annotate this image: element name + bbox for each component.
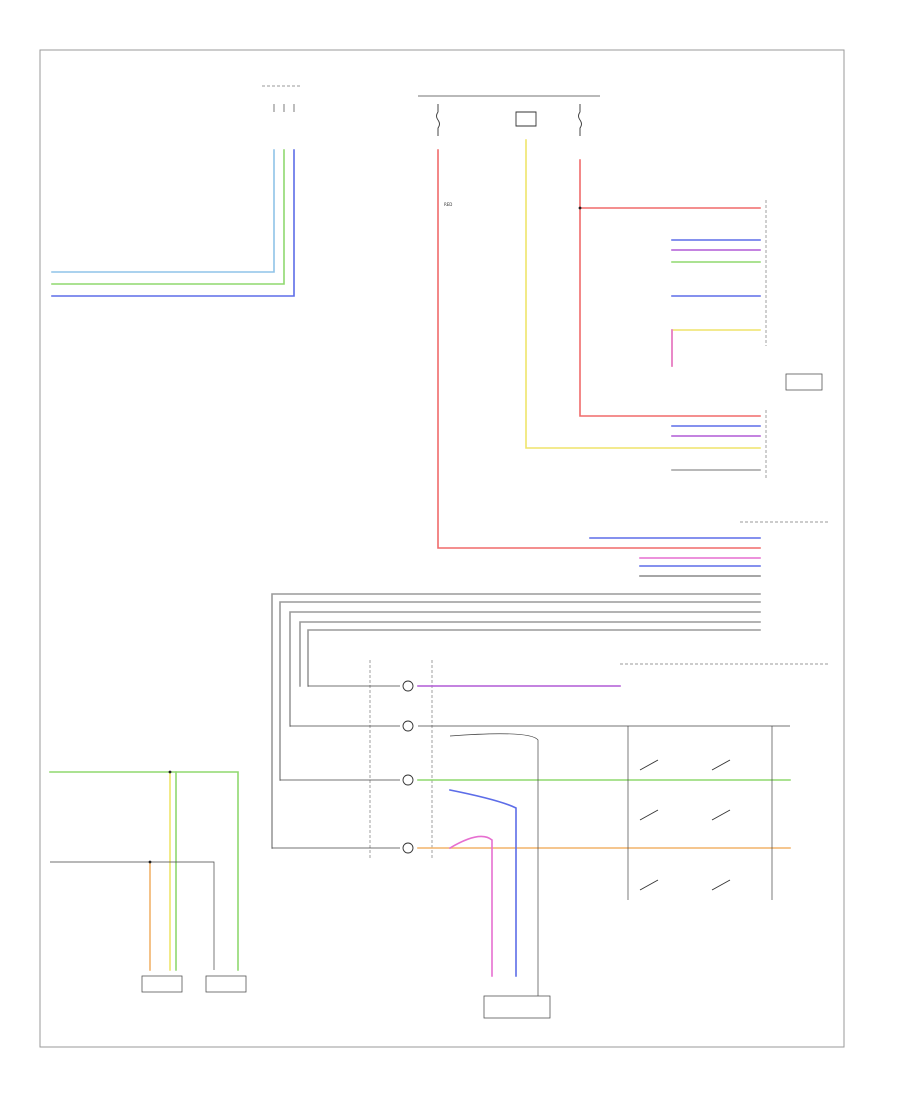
wire-gray-bundle	[279, 601, 761, 781]
fuse-block-top	[418, 95, 600, 136]
wire-gray-speaker	[50, 861, 215, 970]
wire-gray-bundle	[307, 629, 761, 687]
speaker-left-box	[141, 975, 183, 993]
splice-dot	[578, 206, 582, 210]
wire-gray-down	[449, 733, 539, 996]
wire-yellow-ground	[671, 329, 761, 367]
wire-gray-bundle	[289, 611, 761, 727]
splice-dot	[148, 860, 152, 864]
wire-yellow	[525, 139, 761, 449]
wire-red-main	[437, 149, 761, 549]
middle-right-module	[765, 373, 823, 480]
wire-lightblue	[51, 149, 275, 273]
switch-contact	[639, 879, 659, 891]
top-left-component	[262, 85, 300, 112]
wire-label: RED	[444, 202, 452, 207]
clock-spring-assembly	[369, 660, 433, 860]
splice-dot	[168, 770, 172, 774]
switch-contact	[639, 809, 659, 821]
wire-red-module	[579, 159, 761, 417]
connector-ring	[402, 680, 414, 692]
gray-wire-bundle	[271, 593, 761, 849]
wire-green-speaker	[49, 771, 239, 971]
diagram-frame	[39, 49, 845, 1048]
switch-contact	[711, 879, 731, 891]
speaker-right-box	[205, 975, 247, 993]
top-left-wires	[51, 149, 295, 297]
connector-ring	[402, 720, 414, 732]
wire-blue	[51, 149, 295, 297]
wire-gray-bundle	[271, 593, 761, 849]
wire-green	[51, 149, 285, 285]
connector-ring	[402, 774, 414, 786]
relay-symbol	[515, 111, 537, 127]
switch-contact	[639, 759, 659, 771]
switch-contact	[711, 759, 731, 771]
fuse-symbol	[578, 104, 582, 136]
connector-ring	[402, 842, 414, 854]
wire-blue-down	[449, 789, 517, 977]
wire-gray-bundle	[299, 621, 761, 687]
bottom-module	[483, 995, 551, 1019]
steering-switch-group	[620, 663, 830, 900]
wire-pink-down	[448, 835, 493, 977]
speaker-left	[141, 975, 183, 993]
module-tag	[785, 373, 823, 391]
bottom-module-box	[483, 995, 551, 1019]
switch-contact	[711, 809, 731, 821]
speaker-right	[205, 975, 247, 993]
fuse-symbol	[436, 104, 440, 136]
